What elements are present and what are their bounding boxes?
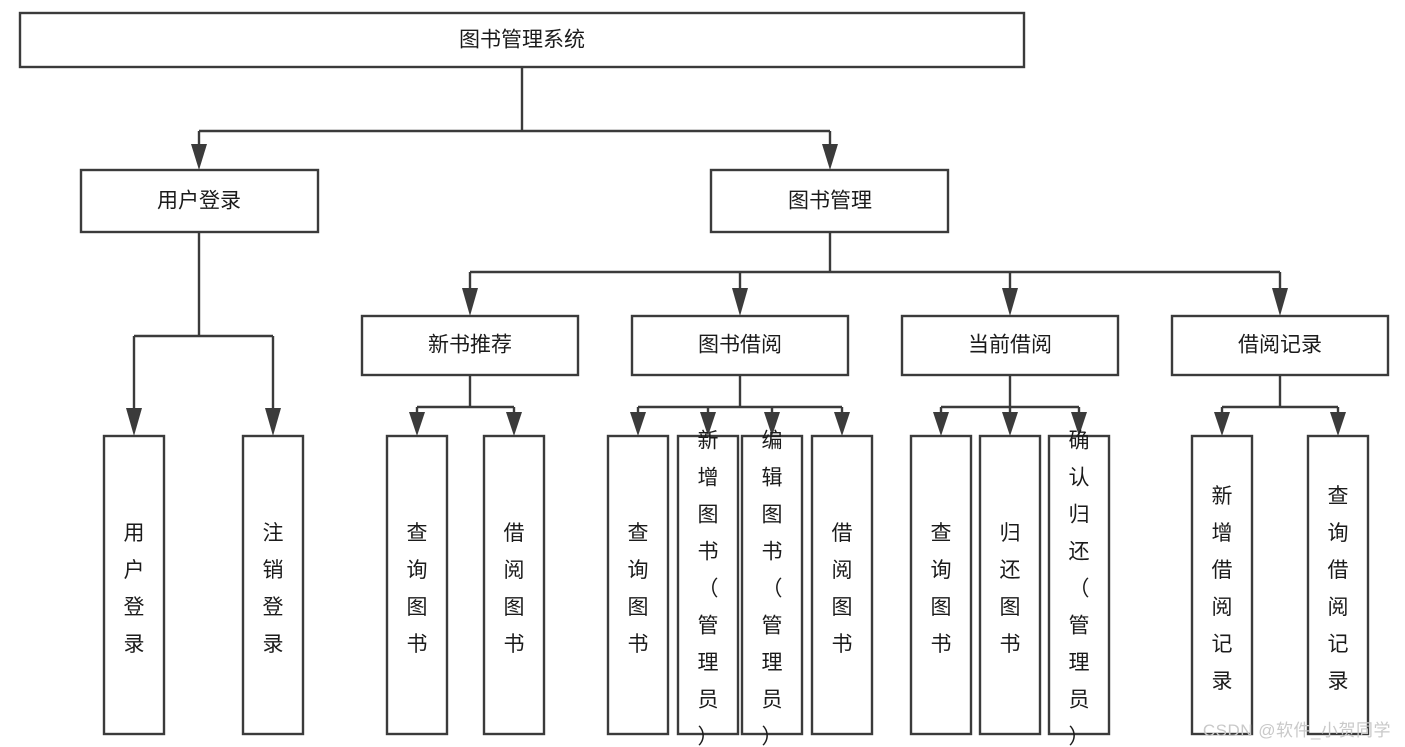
node-leaf-query-book-2-box[interactable]: [606, 434, 670, 736]
arrow-to-leaf-add-record: [1214, 412, 1230, 436]
arrow-to-leaf-borrow-book-1: [506, 412, 522, 436]
node-leaf-query-record[interactable]: 查询借阅记录: [1306, 434, 1370, 736]
node-new-book-recommend-box[interactable]: [360, 314, 580, 377]
node-current-borrow[interactable]: 当前借阅: [900, 314, 1120, 377]
node-leaf-confirm-return-box[interactable]: [1047, 434, 1111, 736]
arrow-to-leaf-return-book: [1002, 412, 1018, 436]
node-leaf-user-login-box[interactable]: [102, 434, 166, 736]
node-current-borrow-box[interactable]: [900, 314, 1120, 377]
node-leaf-confirm-return[interactable]: 确认归还（管理员）: [1047, 429, 1111, 747]
node-new-book-recommend[interactable]: 新书推荐: [360, 314, 580, 377]
node-leaf-return-book-box[interactable]: [978, 434, 1042, 736]
arrow-to-leaf-add-book: [700, 412, 716, 436]
node-leaf-add-record[interactable]: 新增借阅记录: [1190, 434, 1254, 736]
node-leaf-query-book-3-box[interactable]: [909, 434, 973, 736]
node-leaf-query-book-2-label: 查询图书: [628, 522, 649, 656]
node-user-login-label: 用户登录: [157, 190, 241, 213]
arrow-to-leaf-query-book-2: [630, 412, 646, 436]
node-leaf-user-login[interactable]: 用户登录: [102, 434, 166, 736]
connector-group-current-borrow: [933, 375, 1087, 436]
node-leaf-edit-book-label: 编辑图书（管理员）: [762, 429, 783, 747]
node-leaf-return-book[interactable]: 归还图书: [978, 434, 1042, 736]
connector-group-book-borrow: [630, 375, 850, 436]
node-root-label: 图书管理系统: [459, 29, 585, 52]
node-leaf-logout-login-box[interactable]: [241, 434, 305, 736]
arrow-to-leaf-query-book-1: [409, 412, 425, 436]
node-leaf-add-record-box[interactable]: [1190, 434, 1254, 736]
node-leaf-query-book-2[interactable]: 查询图书: [606, 434, 670, 736]
node-leaf-add-book-label: 新增图书（管理员）: [698, 429, 719, 747]
node-leaf-borrow-book-1-box[interactable]: [482, 434, 546, 736]
arrow-to-new-book-recommend: [462, 288, 478, 316]
node-leaf-return-book-label: 归还图书: [1000, 522, 1021, 656]
node-leaf-logout-login-label: 注销登录: [263, 522, 284, 656]
node-book-borrow[interactable]: 图书借阅: [630, 314, 850, 377]
arrow-to-leaf-confirm-return: [1071, 412, 1087, 436]
connector-group-borrow-record: [1214, 375, 1346, 436]
node-leaf-query-book-1-box[interactable]: [385, 434, 449, 736]
node-leaf-query-book-1[interactable]: 查询图书: [385, 434, 449, 736]
node-book-management-box[interactable]: [709, 168, 950, 234]
node-book-management[interactable]: 图书管理: [709, 168, 950, 234]
connector-group-user-login: [126, 232, 281, 436]
connector-group-new-book-recommend: [409, 375, 522, 436]
node-leaf-query-record-box[interactable]: [1306, 434, 1370, 736]
node-leaf-query-record-label: 查询借阅记录: [1328, 485, 1349, 693]
node-leaf-query-book-3-label: 查询图书: [931, 522, 952, 656]
connector-group-root: [191, 67, 838, 170]
arrow-to-leaf-query-book-3: [933, 412, 949, 436]
arrow-to-book-borrow: [732, 288, 748, 316]
arrow-to-book-management: [822, 144, 838, 170]
node-new-book-recommend-label: 新书推荐: [428, 334, 512, 357]
arrow-to-leaf-edit-book: [764, 412, 780, 436]
node-leaf-user-login-label: 用户登录: [124, 522, 145, 656]
node-leaf-borrow-book-2[interactable]: 借阅图书: [810, 434, 874, 736]
arrow-to-user-login: [191, 144, 207, 170]
node-borrow-record-label: 借阅记录: [1238, 334, 1322, 357]
arrow-to-borrow-record: [1272, 288, 1288, 316]
arrow-to-leaf-user-login: [126, 408, 142, 436]
node-leaf-edit-book[interactable]: 编辑图书（管理员）: [740, 429, 804, 747]
node-borrow-record-box[interactable]: [1170, 314, 1390, 377]
node-leaf-add-record-label: 新增借阅记录: [1212, 485, 1233, 693]
node-leaf-add-book[interactable]: 新增图书（管理员）: [676, 429, 740, 747]
node-root[interactable]: 图书管理系统: [18, 11, 1026, 69]
node-book-management-label: 图书管理: [788, 190, 872, 213]
node-leaf-query-book-1-label: 查询图书: [407, 522, 428, 656]
arrow-to-leaf-logout-login: [265, 408, 281, 436]
node-current-borrow-label: 当前借阅: [968, 334, 1052, 357]
node-leaf-confirm-return-label: 确认归还（管理员）: [1069, 429, 1090, 747]
node-leaf-borrow-book-2-label: 借阅图书: [832, 522, 853, 656]
node-user-login-box[interactable]: [79, 168, 320, 234]
node-book-borrow-box[interactable]: [630, 314, 850, 377]
node-borrow-record[interactable]: 借阅记录: [1170, 314, 1390, 377]
node-root-box[interactable]: [18, 11, 1026, 69]
node-book-borrow-label: 图书借阅: [698, 334, 782, 357]
node-leaf-borrow-book-2-box[interactable]: [810, 434, 874, 736]
node-leaf-edit-book-box[interactable]: [740, 434, 804, 736]
arrow-to-leaf-borrow-book-2: [834, 412, 850, 436]
node-leaf-query-book-3[interactable]: 查询图书: [909, 434, 973, 736]
node-leaf-borrow-book-1-label: 借阅图书: [504, 522, 525, 656]
connector-group-book-management: [462, 232, 1288, 316]
node-leaf-logout-login[interactable]: 注销登录: [241, 434, 305, 736]
node-leaf-add-book-box[interactable]: [676, 434, 740, 736]
arrow-to-leaf-query-record: [1330, 412, 1346, 436]
node-user-login[interactable]: 用户登录: [79, 168, 320, 234]
node-leaf-borrow-book-1[interactable]: 借阅图书: [482, 434, 546, 736]
arrow-to-current-borrow: [1002, 288, 1018, 316]
